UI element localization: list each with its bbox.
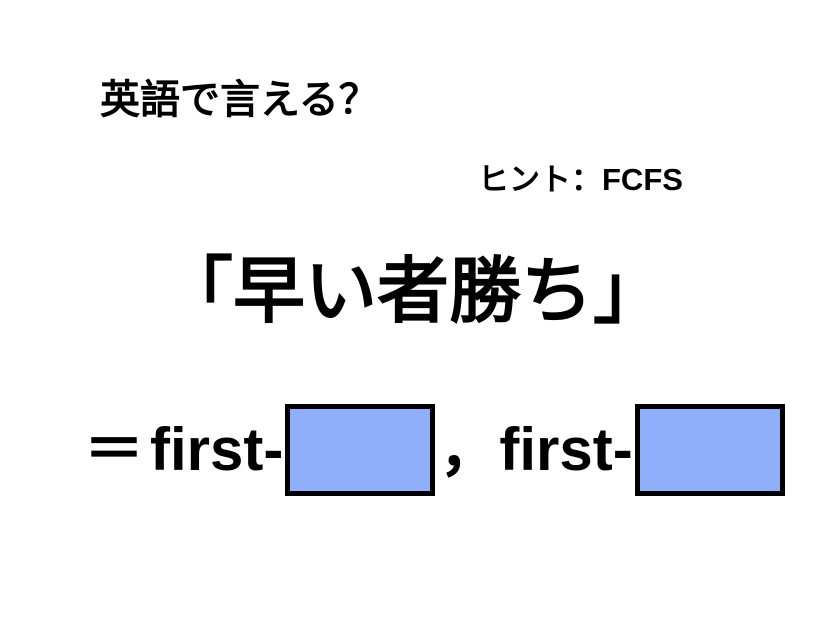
blank-box-2[interactable]	[634, 404, 785, 496]
answer-row: ＝ first- ， first-	[84, 398, 787, 502]
japanese-phrase: 「早い者勝ち」	[160, 252, 665, 332]
prompt-question: 英語で言える？	[100, 78, 379, 122]
answer-word-first-1: first-	[150, 416, 284, 483]
equals-sign: ＝	[84, 416, 144, 483]
answer-word-first-2: first-	[499, 416, 633, 483]
answer-separator: ，	[439, 416, 500, 483]
blank-box-1[interactable]	[285, 404, 436, 496]
hint-label: ヒント：FCFS	[478, 162, 683, 197]
